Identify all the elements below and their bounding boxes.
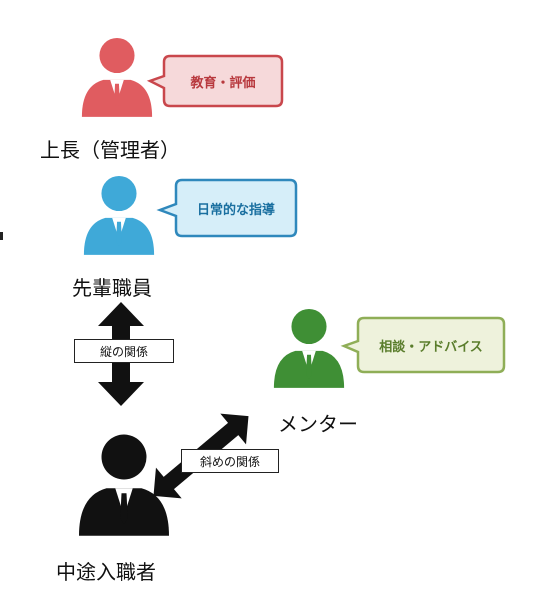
- mentor-speech-bubble: [340, 316, 506, 374]
- mentor-label: メンター: [278, 412, 358, 436]
- new-hire-person-icon: [79, 434, 169, 536]
- senior-staff-label: 先輩職員: [72, 276, 152, 300]
- senior-staff-person-icon: [83, 175, 155, 255]
- manager-speech-bubble: [146, 54, 284, 108]
- manager-bubble-text: 教育・評価: [190, 75, 256, 91]
- manager-label: 上長（管理者）: [40, 138, 180, 162]
- diagonal-relation-label: 斜めの関係: [181, 449, 279, 473]
- manager-person-icon: [81, 37, 153, 117]
- mentor-bubble-text: 相談・アドバイス: [379, 339, 483, 355]
- senior-staff-speech-bubble: [156, 178, 298, 238]
- new-hire-label: 中途入職者: [56, 560, 156, 584]
- senior-staff-bubble-text: 日常的な指導: [196, 202, 275, 218]
- edge-fragment: [0, 232, 3, 240]
- mentor-person-icon: [273, 308, 345, 388]
- vertical-relation-label: 縦の関係: [74, 339, 174, 363]
